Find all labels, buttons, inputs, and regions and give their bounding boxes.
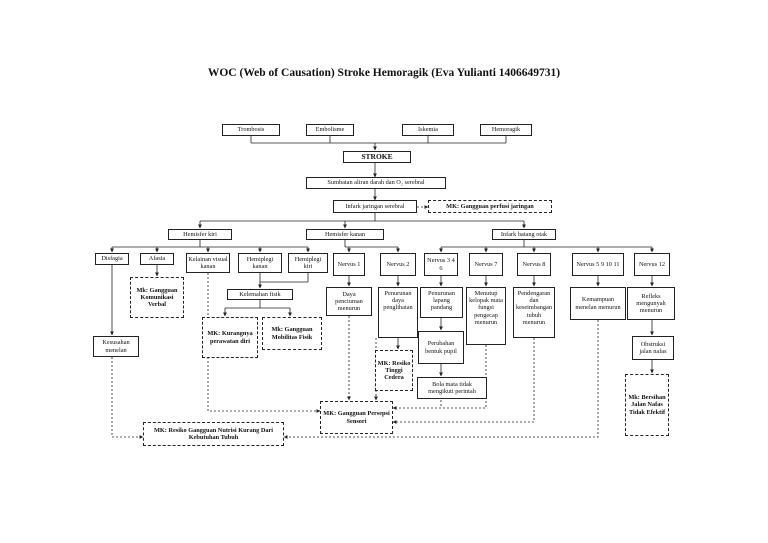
node-daya-penciuman: Daya penciuman menurun [326,287,372,316]
node-mk-komunikasi: Mk: Gangguan Komunikasi Verbal [130,277,184,318]
node-mk-resiko-cedera: MK: Resiko Tinggi Cedera [375,350,413,391]
node-stroke: STROKE [343,151,411,163]
node-menutup-kelopak: Menutup kelopak mata fungsi pengecap men… [466,287,506,345]
node-disfagia: Disfagia [95,253,129,265]
node-sumbatan: Sumbatan aliran darah dan O₂ serebral [306,177,446,189]
node-mk-persepsi: MK: Gangguan Persepsi Sensori [320,401,393,434]
node-nervus-2: Nervus 2 [380,253,416,276]
node-kelemahan-fisik: Kelemahan fisik [227,289,293,300]
page-title: WOC (Web of Causation) Stroke Hemoragik … [207,67,561,79]
node-trombosis: Trombosis [222,124,280,136]
node-kemampuan-menelan: Kemampuan menelan menurun [570,287,626,320]
node-penurunan-lapang: Penurunan lapang pandang [420,287,463,318]
node-mk-perfusi: MK: Gangguan perfusi jaringan [428,200,552,213]
node-hemoragik: Hemoragik [480,124,532,136]
node-infark-batang: Infark batang otak [492,229,556,240]
node-refleks-mengunyah: Refleks mengunyah menurun [627,287,675,320]
node-nervus-1: Nervus 1 [333,253,365,276]
node-nervus-5911: Nervus 5 9 10 11 [572,253,624,276]
node-mk-mobilitas: Mk: Gangguan Mobilitas Fisik [262,317,322,350]
node-mk-nutrisi: MK: Resiko Gangguan Nutrisi Kurang Dari … [143,422,284,446]
node-pendengaran: Pendengaran dan keseimbangan tubuh menur… [513,287,555,338]
node-obstruksi: Obstruksi jalan nafas [632,336,674,360]
node-nervus-8: Nervus 8 [517,253,551,276]
node-kesusahan-menelan: Kesusahan menelan [93,336,139,357]
node-hemisfer-kiri: Hemisfer kiri [168,229,232,240]
node-hemisfer-kanan: Hemisfer kanan [306,229,384,240]
node-embolisme: Embolisme [306,124,354,136]
node-hemiplegi-kanan: Hemiplegi kanan [238,253,282,273]
node-nervus-12: Nervus 12 [634,253,670,276]
node-afasia: Afasia [140,253,174,265]
node-infark-serebral: Infark jaringan serebral [333,200,417,213]
node-nervus-7: Nervus 7 [469,253,503,276]
node-kelainan-visual: Kelainan visual kanan [186,253,230,273]
node-mk-perawatan: MK: Kurangnya perawatan diri [202,317,258,358]
node-perubahan-bentuk-pupil: Perubahan bentuk pupil [418,331,464,364]
node-nervus-346: Nervus 3 4 6 [424,253,458,276]
node-hemiplegi-kiri: Hemiplegi kiri [288,253,328,273]
node-iskemia: Iskemia [402,124,454,136]
node-penurunan-daya-penglihatan: Penurunan daya penglihatan [378,287,418,338]
node-mk-bersihan: Mk: Bersihan Jalan Nafas Tidak Efektif [625,374,669,436]
node-bola-mata: Bola mata tidak mengikuti perintah [417,377,487,399]
